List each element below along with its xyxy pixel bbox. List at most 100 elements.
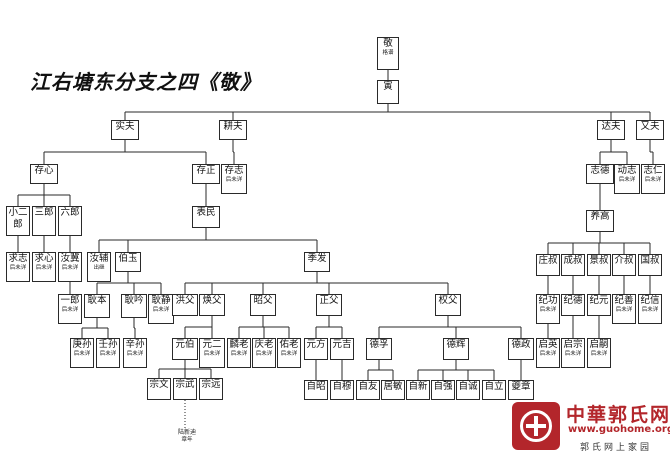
- node-qisi[interactable]: 启嗣后未详: [587, 338, 611, 368]
- node-zongwen[interactable]: 宗文: [147, 378, 171, 400]
- node-name: 养高: [590, 211, 610, 222]
- node-cunzhi[interactable]: 存志后未详: [221, 164, 247, 194]
- node-liulang[interactable]: 六郎: [58, 206, 82, 236]
- node-yuanji[interactable]: 元吉: [330, 338, 354, 360]
- node-name: 庄叔: [538, 255, 558, 266]
- node-name: 庆老: [254, 339, 274, 350]
- node-jiyuan[interactable]: 纪元: [587, 294, 611, 316]
- node-sanlang[interactable]: 三郎: [32, 206, 56, 236]
- node-rufu[interactable]: 汝辅出继: [87, 252, 111, 282]
- node-note: 后未详: [564, 351, 582, 357]
- node-dexu[interactable]: 德孚: [366, 338, 392, 360]
- node-dehui[interactable]: 德辉: [443, 338, 469, 360]
- node-qiying[interactable]: 启英后未详: [536, 338, 560, 368]
- node-dafu[interactable]: 达夫: [597, 120, 625, 140]
- node-xiaoerlang[interactable]: 小二郎: [6, 206, 30, 236]
- node-jing[interactable]: 敬格谱: [377, 37, 399, 70]
- node-jishan[interactable]: 纪善后未详: [612, 294, 636, 324]
- node-biaomin[interactable]: 表民: [192, 206, 220, 228]
- node-zhuangshu[interactable]: 庄叔: [536, 254, 560, 276]
- node-jumin[interactable]: 居敏: [381, 380, 405, 400]
- node-gengben[interactable]: 耿本: [84, 294, 110, 318]
- node-qiuxin[interactable]: 求心后未详: [32, 252, 56, 282]
- node-name: 启英: [538, 339, 558, 350]
- node-jifa[interactable]: 季发: [304, 252, 330, 272]
- node-name: 陆新迪: [177, 429, 196, 436]
- node-zhiren[interactable]: 志仁后未详: [641, 164, 665, 194]
- node-note: 后未详: [73, 351, 91, 357]
- node-yilang[interactable]: 一郎后未详: [58, 294, 82, 324]
- node-name: 动志: [617, 165, 637, 176]
- node-qizong[interactable]: 启宗后未详: [561, 338, 585, 368]
- node-youlao[interactable]: 佑老后未详: [277, 338, 301, 368]
- node-zicheng[interactable]: 自诚: [456, 380, 480, 400]
- node-note: 后未详: [618, 177, 636, 183]
- node-note: 后未详: [99, 351, 117, 357]
- node-dongzhi[interactable]: 动志后未详: [614, 164, 640, 194]
- node-youfu[interactable]: 又夫: [636, 120, 664, 140]
- node-yuaner[interactable]: 元二后未详: [199, 338, 225, 368]
- node-ruji[interactable]: 汝冀后未详: [58, 252, 82, 282]
- node-name: 夔章: [511, 381, 531, 392]
- brand-url[interactable]: www.guohome.org: [568, 424, 670, 435]
- node-rensun[interactable]: 壬孙后未详: [96, 338, 120, 368]
- node-jide[interactable]: 纪德: [561, 294, 585, 316]
- node-name: 介叔: [614, 255, 634, 266]
- node-xinsun[interactable]: 辛孙后未详: [123, 338, 147, 368]
- node-name: 自穆: [332, 381, 352, 392]
- node-linlao[interactable]: 麟老后未详: [227, 338, 251, 368]
- node-cunxin[interactable]: 存心: [30, 164, 58, 184]
- node-name: 一郎: [60, 295, 80, 306]
- node-jingshu[interactable]: 景叔: [587, 254, 611, 276]
- node-name: 元二: [202, 339, 222, 350]
- node-gengyin[interactable]: 耿吟: [121, 294, 147, 318]
- node-note: 后未详: [126, 351, 144, 357]
- node-yin[interactable]: 寅: [377, 80, 399, 104]
- node-ziyou[interactable]: 自友: [356, 380, 380, 400]
- node-qinglao[interactable]: 庆老后未详: [252, 338, 276, 368]
- node-yuanfang[interactable]: 元方: [304, 338, 328, 360]
- node-zhide[interactable]: 志德: [586, 164, 614, 184]
- node-name: 纪德: [563, 295, 583, 306]
- node-zimu[interactable]: 自穆: [330, 380, 354, 400]
- node-note: 后未详: [255, 351, 273, 357]
- node-kuizhang[interactable]: 夔章: [508, 380, 534, 400]
- node-gengsun[interactable]: 庚孙后未详: [70, 338, 94, 368]
- node-shifu[interactable]: 实夫: [111, 120, 139, 140]
- node-zizhao[interactable]: 自昭: [304, 380, 328, 400]
- node-jieshu[interactable]: 介叔: [612, 254, 636, 276]
- node-zhaofu[interactable]: 昭父: [250, 294, 276, 316]
- site-logo: 中華郭氏网 www.guohome.org 郭氏网上家园: [510, 400, 670, 458]
- node-quanfu[interactable]: 权父: [435, 294, 461, 316]
- node-yanggao[interactable]: 养高: [586, 210, 614, 232]
- node-hongfu[interactable]: 洪父: [172, 294, 198, 316]
- node-name: 宗文: [149, 379, 169, 390]
- node-name: 权父: [438, 295, 458, 306]
- node-qiuzhi[interactable]: 求志后未详: [6, 252, 30, 282]
- node-gengfu[interactable]: 耕夫: [219, 120, 247, 140]
- brand-slogan: 郭氏网上家园: [580, 443, 653, 453]
- node-huanfu[interactable]: 焕父: [199, 294, 225, 316]
- node-zhengfu[interactable]: 正父: [316, 294, 342, 316]
- node-dezheng[interactable]: 德政: [508, 338, 534, 360]
- node-boyu[interactable]: 伯玉: [115, 252, 141, 272]
- node-chengshu[interactable]: 成叔: [561, 254, 585, 276]
- node-zongwu[interactable]: 宗武: [173, 378, 197, 400]
- node-yuanbo[interactable]: 元伯: [172, 338, 198, 360]
- node-name: 自昭: [306, 381, 326, 392]
- node-jigong[interactable]: 纪功后未详: [536, 294, 560, 324]
- node-name: 敬: [383, 38, 393, 49]
- node-zongyuan[interactable]: 宗远: [199, 378, 223, 400]
- node-cunzheng[interactable]: 存正: [192, 164, 220, 184]
- node-note: 后未详: [152, 307, 170, 313]
- node-name: 耕夫: [223, 121, 243, 132]
- node-zili[interactable]: 自立: [482, 380, 506, 400]
- node-ziqiang[interactable]: 自强: [431, 380, 455, 400]
- node-guoshu[interactable]: 国叔: [638, 254, 662, 276]
- node-jixin[interactable]: 纪信后未详: [638, 294, 662, 324]
- node-gengjing[interactable]: 耿静后未详: [148, 294, 174, 324]
- node-name: 实夫: [115, 121, 135, 132]
- node-zixin[interactable]: 自新: [406, 380, 430, 400]
- node-zhaoxinshu[interactable]: 陆新迪章年: [173, 428, 201, 452]
